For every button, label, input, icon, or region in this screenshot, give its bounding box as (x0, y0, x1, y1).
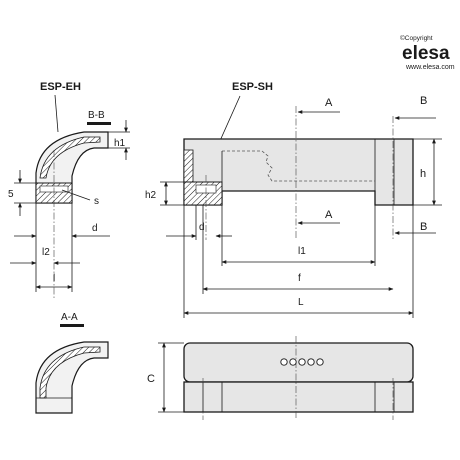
website-text: www.elesa.com (405, 64, 455, 71)
esp-eh-view: ESP-EH B-B h1 5 s d l2 (8, 81, 130, 298)
dim-l2: l2 (42, 247, 50, 258)
dim-d-right: d (199, 222, 205, 233)
marking-dot (280, 358, 288, 366)
dim-l1: l1 (298, 246, 306, 257)
dim-C: C (147, 373, 155, 385)
dim-h: h (420, 168, 426, 180)
esp-sh-hatched-wall (183, 149, 194, 183)
marking-dot (307, 358, 315, 366)
section-a-bottom: A (325, 209, 333, 221)
bottom-view-base (183, 381, 414, 413)
section-aa-view: A-A (35, 312, 109, 414)
dim-f: f (298, 273, 301, 284)
dim-h1: h1 (114, 138, 126, 149)
dim-l: l (53, 273, 55, 284)
dim-s: s (94, 196, 99, 207)
marking-dot (298, 358, 306, 366)
section-b-bottom: B (420, 221, 427, 233)
dim-h2: h2 (145, 190, 157, 201)
copyright-text: ©Copyright (400, 34, 433, 42)
dim-5: 5 (8, 189, 14, 200)
brand-logo: ©Copyright elesa www.elesa.com (400, 34, 455, 71)
esp-bottom-view: C (147, 336, 414, 420)
marking-dot (289, 358, 297, 366)
section-aa-underline (60, 324, 84, 327)
logo-text: elesa (402, 43, 450, 64)
esp-eh-hatched-grip (39, 136, 101, 179)
esp-sh-inner-contour (222, 150, 375, 182)
esp-eh-leader (54, 94, 59, 133)
section-aa-hatched-grip (39, 346, 101, 399)
section-a-top: A (325, 97, 333, 109)
section-aa-profile (35, 341, 109, 414)
section-bb-underline (87, 122, 111, 125)
esp-sh-label: ESP-SH (232, 81, 273, 93)
section-aa-label: A-A (61, 312, 78, 323)
marking-dots (280, 358, 324, 366)
marking-dot (316, 358, 324, 366)
dim-d: d (92, 223, 98, 234)
section-b-top: B (420, 95, 427, 107)
esp-eh-label: ESP-EH (40, 81, 81, 93)
esp-sh-view: ESP-SH A A B B h (145, 81, 442, 318)
dim-L: L (298, 297, 304, 308)
section-bb-label: B-B (88, 110, 105, 121)
